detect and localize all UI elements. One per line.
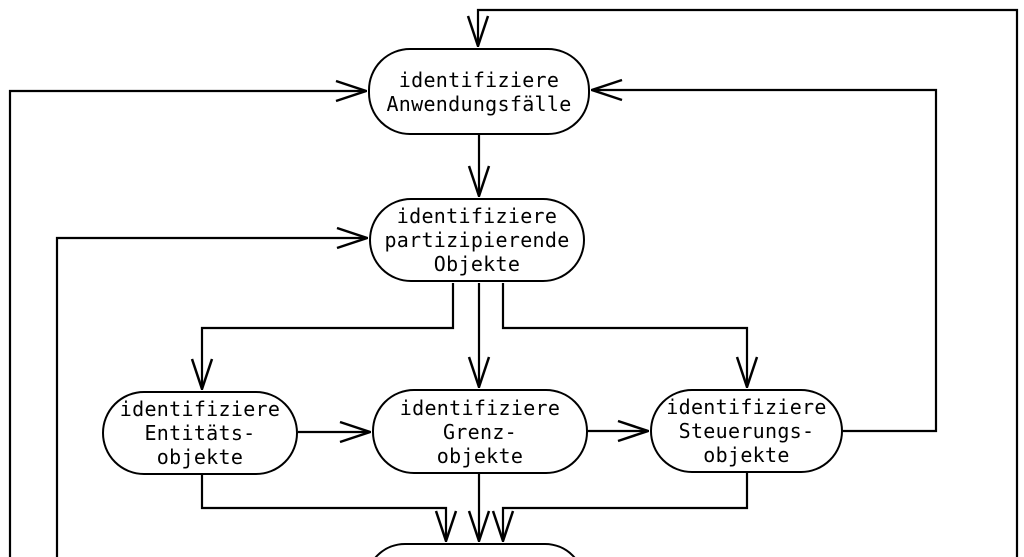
edge-left-outer-loop-to-use-cases <box>8 91 366 557</box>
node-bottom-partial <box>365 543 585 557</box>
edge-bottom-loop-to-use-cases <box>478 8 1019 557</box>
node-identify-entity-objects: identifiziere Entitäts- objekte <box>102 391 298 475</box>
node-identify-boundary-objects: identifiziere Grenz- objekte <box>372 389 588 474</box>
node-identify-participating-objects: identifiziere partizipierende Objekte <box>369 198 585 282</box>
edge-left-inner-loop-to-participating <box>55 238 367 557</box>
edge-control-to-use-cases <box>592 90 938 433</box>
edge-participating-to-entity <box>202 283 455 389</box>
node-identify-use-cases: identifiziere Anwendungsfälle <box>368 48 590 135</box>
edge-control-to-bottom <box>503 473 749 541</box>
edge-participating-to-control <box>501 283 747 387</box>
node-identify-control-objects: identifiziere Steuerungs- objekte <box>650 389 843 473</box>
edge-entity-to-bottom <box>200 475 446 541</box>
